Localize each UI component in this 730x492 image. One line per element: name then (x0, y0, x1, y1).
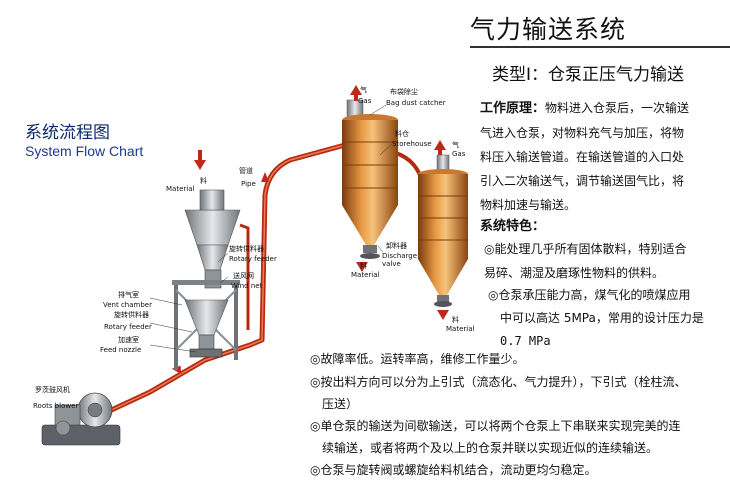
material-arrow-icon (437, 310, 449, 320)
label-material-right-en: Material (446, 325, 475, 333)
bottom-feature-line: 压送） (322, 397, 359, 411)
label-discharge-valve-en: Discharge valve (382, 252, 418, 268)
label-roots-blower-cn: 罗茨鼓风机 (35, 386, 70, 394)
principle-heading: 工作原理： (480, 101, 546, 116)
label-vent-chamber-cn: 排气室 (118, 291, 139, 299)
material-arrow-icon (194, 160, 206, 170)
principle-line: 物料进入仓泵后，一次输送 (545, 101, 690, 115)
feature-line: ◎仓泵承压能力高，煤气化的喷煤应用 (488, 288, 691, 302)
material-arrow-icon (356, 262, 368, 272)
feature-line: 易碎、潮湿及磨琢性物料的供料。 (484, 266, 665, 280)
label-gas-right-en: Gas (452, 150, 466, 158)
second-silo (418, 154, 468, 307)
principle-line: 料压入输送管道。在输送管道的入口处 (480, 150, 685, 164)
bottom-feature-line: ◎故障率低。运转率高，维修工作量少。 (310, 352, 525, 366)
bottom-feature-line: 续输送，或者将两个及以上的仓泵并联以实现近似的连续输送。 (322, 441, 659, 455)
label-bag-dust-catcher-cn: 布袋除尘 (390, 88, 418, 96)
working-principle: 工作原理：物料进入仓泵后，一次输送 气进入仓泵，对物料充气与加压，将物 料压入输… (480, 96, 716, 217)
feature-line: 中可以高达 5MPa，常用的设计压力是 (500, 311, 704, 325)
label-material-top-cn: 料 (200, 177, 207, 185)
label-discharge-valve-cn: 卸料器 (386, 242, 407, 250)
gas-arrow-icon (434, 140, 446, 150)
label-rotary-feeder-top-en: Rotary feeder (229, 255, 277, 263)
label-rotary-feeder-left-cn: 旋转供料器 (114, 311, 149, 319)
label-storehouse-en: Storehouse (392, 140, 432, 148)
label-wind-net-cn: 送风网 (233, 272, 254, 280)
label-roots-blower-en: Roots blower (33, 402, 79, 410)
bottom-feature-line: ◎按出料方向可以分为上引式（流态化、气力提升），下引式（栓柱流、 (310, 375, 687, 389)
storehouse-silo (342, 99, 398, 259)
flow-chart-title-cn: 系统流程图 (25, 123, 110, 143)
label-gas-top-en: Gas (358, 97, 372, 105)
label-bag-dust-catcher-en: Bag dust catcher (386, 99, 446, 107)
label-material-mid-cn: 料 (360, 262, 367, 270)
page-title: 气力输送系统 (470, 15, 627, 44)
page-subtitle: 类型Ⅰ：仓泵正压气力输送 (492, 65, 685, 85)
principle-line: 物料加速与输送。 (480, 198, 577, 212)
label-storehouse-cn: 料仓 (395, 130, 409, 138)
label-feed-nozzle-en: Feed nozzle (100, 346, 142, 354)
features-heading: 系统特色： (480, 219, 546, 234)
flow-arrow-icon (261, 172, 269, 182)
label-material-top-en: Material (166, 185, 195, 193)
label-pipe-cn: 管道 (239, 167, 253, 175)
principle-line: 气进入仓泵，对物料充气与加压，将物 (480, 126, 685, 140)
principle-line: 引入二次输送气，调节输送固气比，将 (480, 174, 685, 188)
label-pipe-en: Pipe (241, 180, 256, 188)
feature-line: 0.7 MPa (500, 334, 551, 348)
label-wind-net-en: Wind net (231, 282, 263, 290)
gas-arrow-icon (350, 85, 362, 95)
flow-chart-title-en: System Flow Chart (25, 143, 144, 159)
label-rotary-feeder-top-cn: 旋转供料器 (229, 245, 264, 253)
title-divider (470, 46, 730, 48)
label-vent-chamber-en: Vent chamber (103, 301, 152, 309)
bottom-feature-line: ◎仓泵与旋转阀或螺旋给料机结合，流动更均匀稳定。 (310, 463, 597, 477)
feeding-station (172, 189, 250, 370)
bottom-feature-line: ◎单仓泵的输送为间歇输送，可以将两个仓泵上下串联来实现完美的连 (310, 419, 681, 433)
label-material-mid-en: Material (351, 271, 380, 279)
label-feed-nozzle-cn: 加速室 (118, 336, 139, 344)
roots-blower (41, 392, 121, 446)
feature-line: ◎能处理几乎所有固体散料，特别适合 (484, 242, 687, 256)
label-gas-right-cn: 气 (452, 141, 459, 149)
label-gas-top-cn: 气 (360, 86, 367, 94)
label-rotary-feeder-left-en: Rotary feeder (104, 323, 152, 331)
label-material-right-cn: 料 (452, 316, 459, 324)
